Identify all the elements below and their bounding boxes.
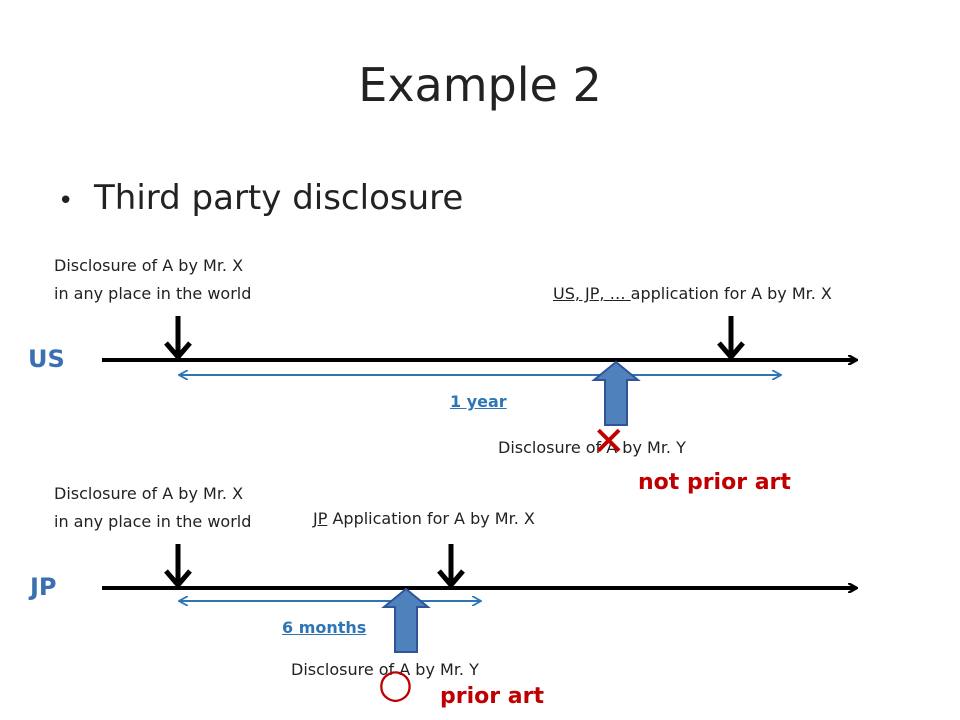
jp-application-arrow (437, 544, 465, 589)
cross-icon: ✕ (592, 419, 626, 465)
us-disclosure-y-label: Disclosure of A by Mr. Y (498, 438, 686, 457)
jp-disclosure-x-label: Disclosure of A by Mr. X in any place in… (54, 480, 251, 536)
jp-grace-period-label: 6 months (282, 618, 367, 637)
jp-disclosure-x-line1: Disclosure of A by Mr. X (54, 484, 244, 503)
us-disclosure-x-label: Disclosure of A by Mr. X in any place in… (54, 252, 251, 308)
jp-verdict: prior art (440, 684, 544, 709)
us-verdict: not prior art (638, 470, 791, 495)
jp-disclosure-x-line2: in any place in the world (54, 512, 252, 531)
us-application-label: US, JP, … application for A by Mr. X (553, 280, 832, 308)
jp-disclosure-x-arrow (164, 544, 192, 589)
us-application-text: application for A by Mr. X (630, 284, 832, 303)
us-application-jurisdictions: US, JP, … (553, 284, 631, 303)
jp-disclosure-y-arrow (381, 587, 431, 653)
us-disclosure-x-line1: Disclosure of A by Mr. X (54, 256, 244, 275)
jp-application-text: Application for A by Mr. X (327, 509, 535, 528)
bullet-text: Third party disclosure (94, 178, 464, 218)
bullet-dot-icon: • (58, 186, 74, 216)
circle-icon: ○ (378, 661, 413, 707)
us-grace-period-label: 1 year (450, 392, 507, 411)
jp-application-label: JP Application for A by Mr. X (313, 505, 535, 533)
slide-title: Example 2 (358, 58, 602, 112)
us-disclosure-x-arrow (164, 316, 192, 361)
us-application-arrow (717, 316, 745, 361)
us-region-label: US (28, 345, 65, 373)
us-disclosure-x-line2: in any place in the world (54, 284, 252, 303)
jp-application-jurisdiction: JP (313, 509, 328, 528)
jp-region-label: JP (30, 573, 57, 601)
jp-disclosure-y-label: Disclosure of A by Mr. Y (291, 660, 479, 679)
us-disclosure-y-arrow (591, 360, 641, 426)
